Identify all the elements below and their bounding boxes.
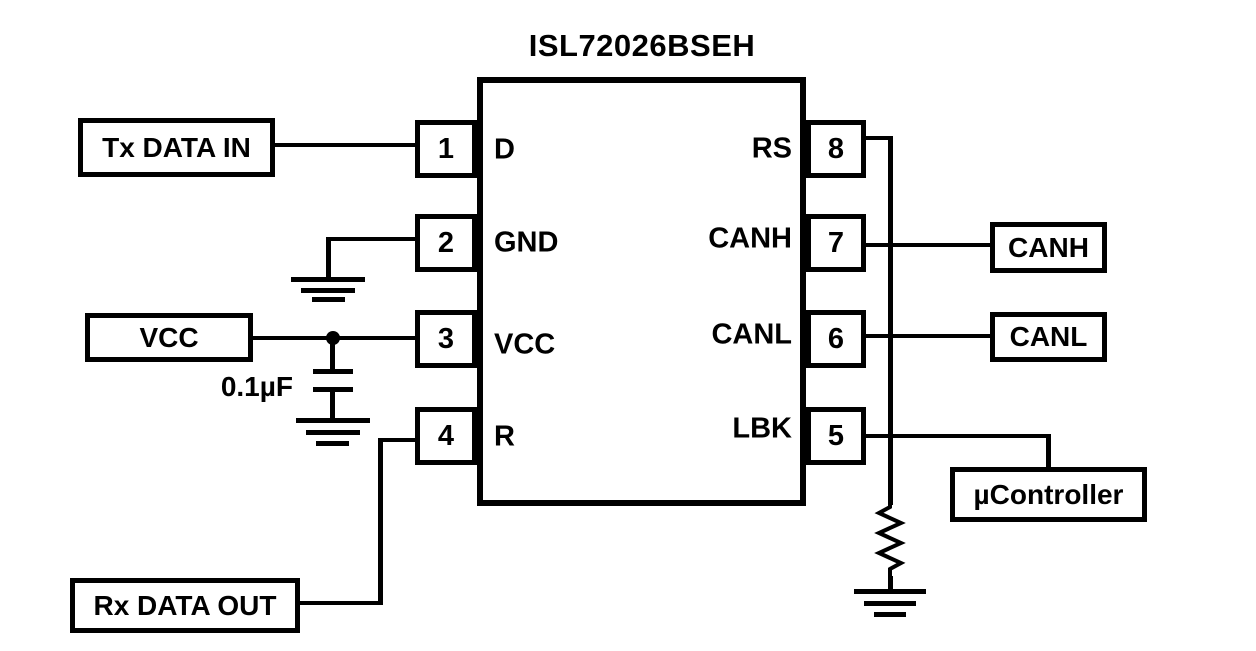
capacitor-plate-top xyxy=(313,369,353,374)
wire-pin7-to-canh xyxy=(866,243,990,247)
pin-label-lbk: LBK xyxy=(732,412,792,445)
pin-number-4: 4 xyxy=(437,419,455,452)
pin-box-1: 1 xyxy=(415,120,477,178)
pin-box-2: 2 xyxy=(415,214,477,272)
capacitor-top-lead xyxy=(330,336,335,371)
pin-number-5: 5 xyxy=(827,419,845,452)
canh-bus-box: CANH xyxy=(990,222,1107,273)
pin-label-r: R xyxy=(494,420,515,453)
ground-icon-pin2-bar1 xyxy=(291,277,365,282)
ground-icon-resistor-bar3 xyxy=(874,612,906,617)
pin-box-4: 4 xyxy=(415,407,477,465)
wire-pin8-vertical xyxy=(888,136,893,505)
canh-bus-label: CANH xyxy=(1008,231,1089,263)
tx-data-in-label: Tx DATA IN xyxy=(102,131,251,163)
wire-pin4-horizontal-top xyxy=(378,438,415,442)
ground-icon-resistor-bar2 xyxy=(864,601,916,606)
pin-number-8: 8 xyxy=(827,132,845,165)
pin-box-7: 7 xyxy=(806,214,866,272)
pin-label-rs: RS xyxy=(751,132,792,165)
ground-icon-pin2-bar2 xyxy=(301,288,355,293)
capacitor-bottom-lead xyxy=(330,390,335,420)
pin-label-vcc: VCC xyxy=(494,328,556,361)
microcontroller-box: µController xyxy=(950,467,1147,522)
pin-number-3: 3 xyxy=(437,322,455,355)
rx-data-out-box: Rx DATA OUT xyxy=(70,578,300,633)
ground-icon-resistor-bar1 xyxy=(854,589,926,594)
pin-box-8: 8 xyxy=(806,120,866,178)
pin-label-gnd: GND xyxy=(494,226,559,259)
capacitor-value-label: 0.1µF xyxy=(220,371,293,402)
ground-icon-pin2-bar3 xyxy=(312,297,345,302)
pin-box-5: 5 xyxy=(806,407,866,465)
ground-icon-capacitor-bar2 xyxy=(306,430,360,435)
pin-number-7: 7 xyxy=(827,226,845,259)
wire-pin2-to-ground-horizontal xyxy=(326,237,415,241)
wire-pin4-to-rxdata xyxy=(300,601,383,605)
wire-pin8-horizontal xyxy=(866,136,892,140)
ground-icon-capacitor-bar3 xyxy=(316,441,349,446)
pin-number-6: 6 xyxy=(827,322,845,355)
microcontroller-label: µController xyxy=(973,478,1124,510)
capacitor-plate-bottom xyxy=(313,387,353,392)
pin-label-canl: CANL xyxy=(711,318,792,351)
ic-part-number: ISL72026BSEH xyxy=(528,28,756,63)
ic-body xyxy=(477,77,806,506)
canl-bus-box: CANL xyxy=(990,312,1107,362)
wire-pin2-to-ground-vertical xyxy=(326,237,331,281)
pin-box-6: 6 xyxy=(806,310,866,368)
junction-dot xyxy=(326,331,340,345)
wire-pin5-to-microcontroller xyxy=(1046,434,1051,469)
vcc-supply-label: VCC xyxy=(139,321,199,353)
vcc-supply-box: VCC xyxy=(85,313,253,362)
pin-label-d: D xyxy=(494,133,515,166)
tx-data-in-box: Tx DATA IN xyxy=(78,118,275,177)
wire-pin5-horizontal xyxy=(866,434,1051,438)
wire-pin4-vertical xyxy=(378,438,383,605)
ground-icon-capacitor-bar1 xyxy=(296,418,370,423)
resistor-bottom-lead xyxy=(888,576,893,592)
pin-number-2: 2 xyxy=(437,226,455,259)
resistor-icon xyxy=(874,503,906,579)
wire-pin6-to-canl xyxy=(866,334,990,338)
rx-data-out-label: Rx DATA OUT xyxy=(93,589,277,621)
pin-box-3: 3 xyxy=(415,310,477,368)
pin-label-canh: CANH xyxy=(708,222,792,255)
pin-number-1: 1 xyxy=(437,132,455,165)
canl-bus-label: CANL xyxy=(1009,321,1088,352)
wire-txdata-to-pin1 xyxy=(275,143,415,147)
